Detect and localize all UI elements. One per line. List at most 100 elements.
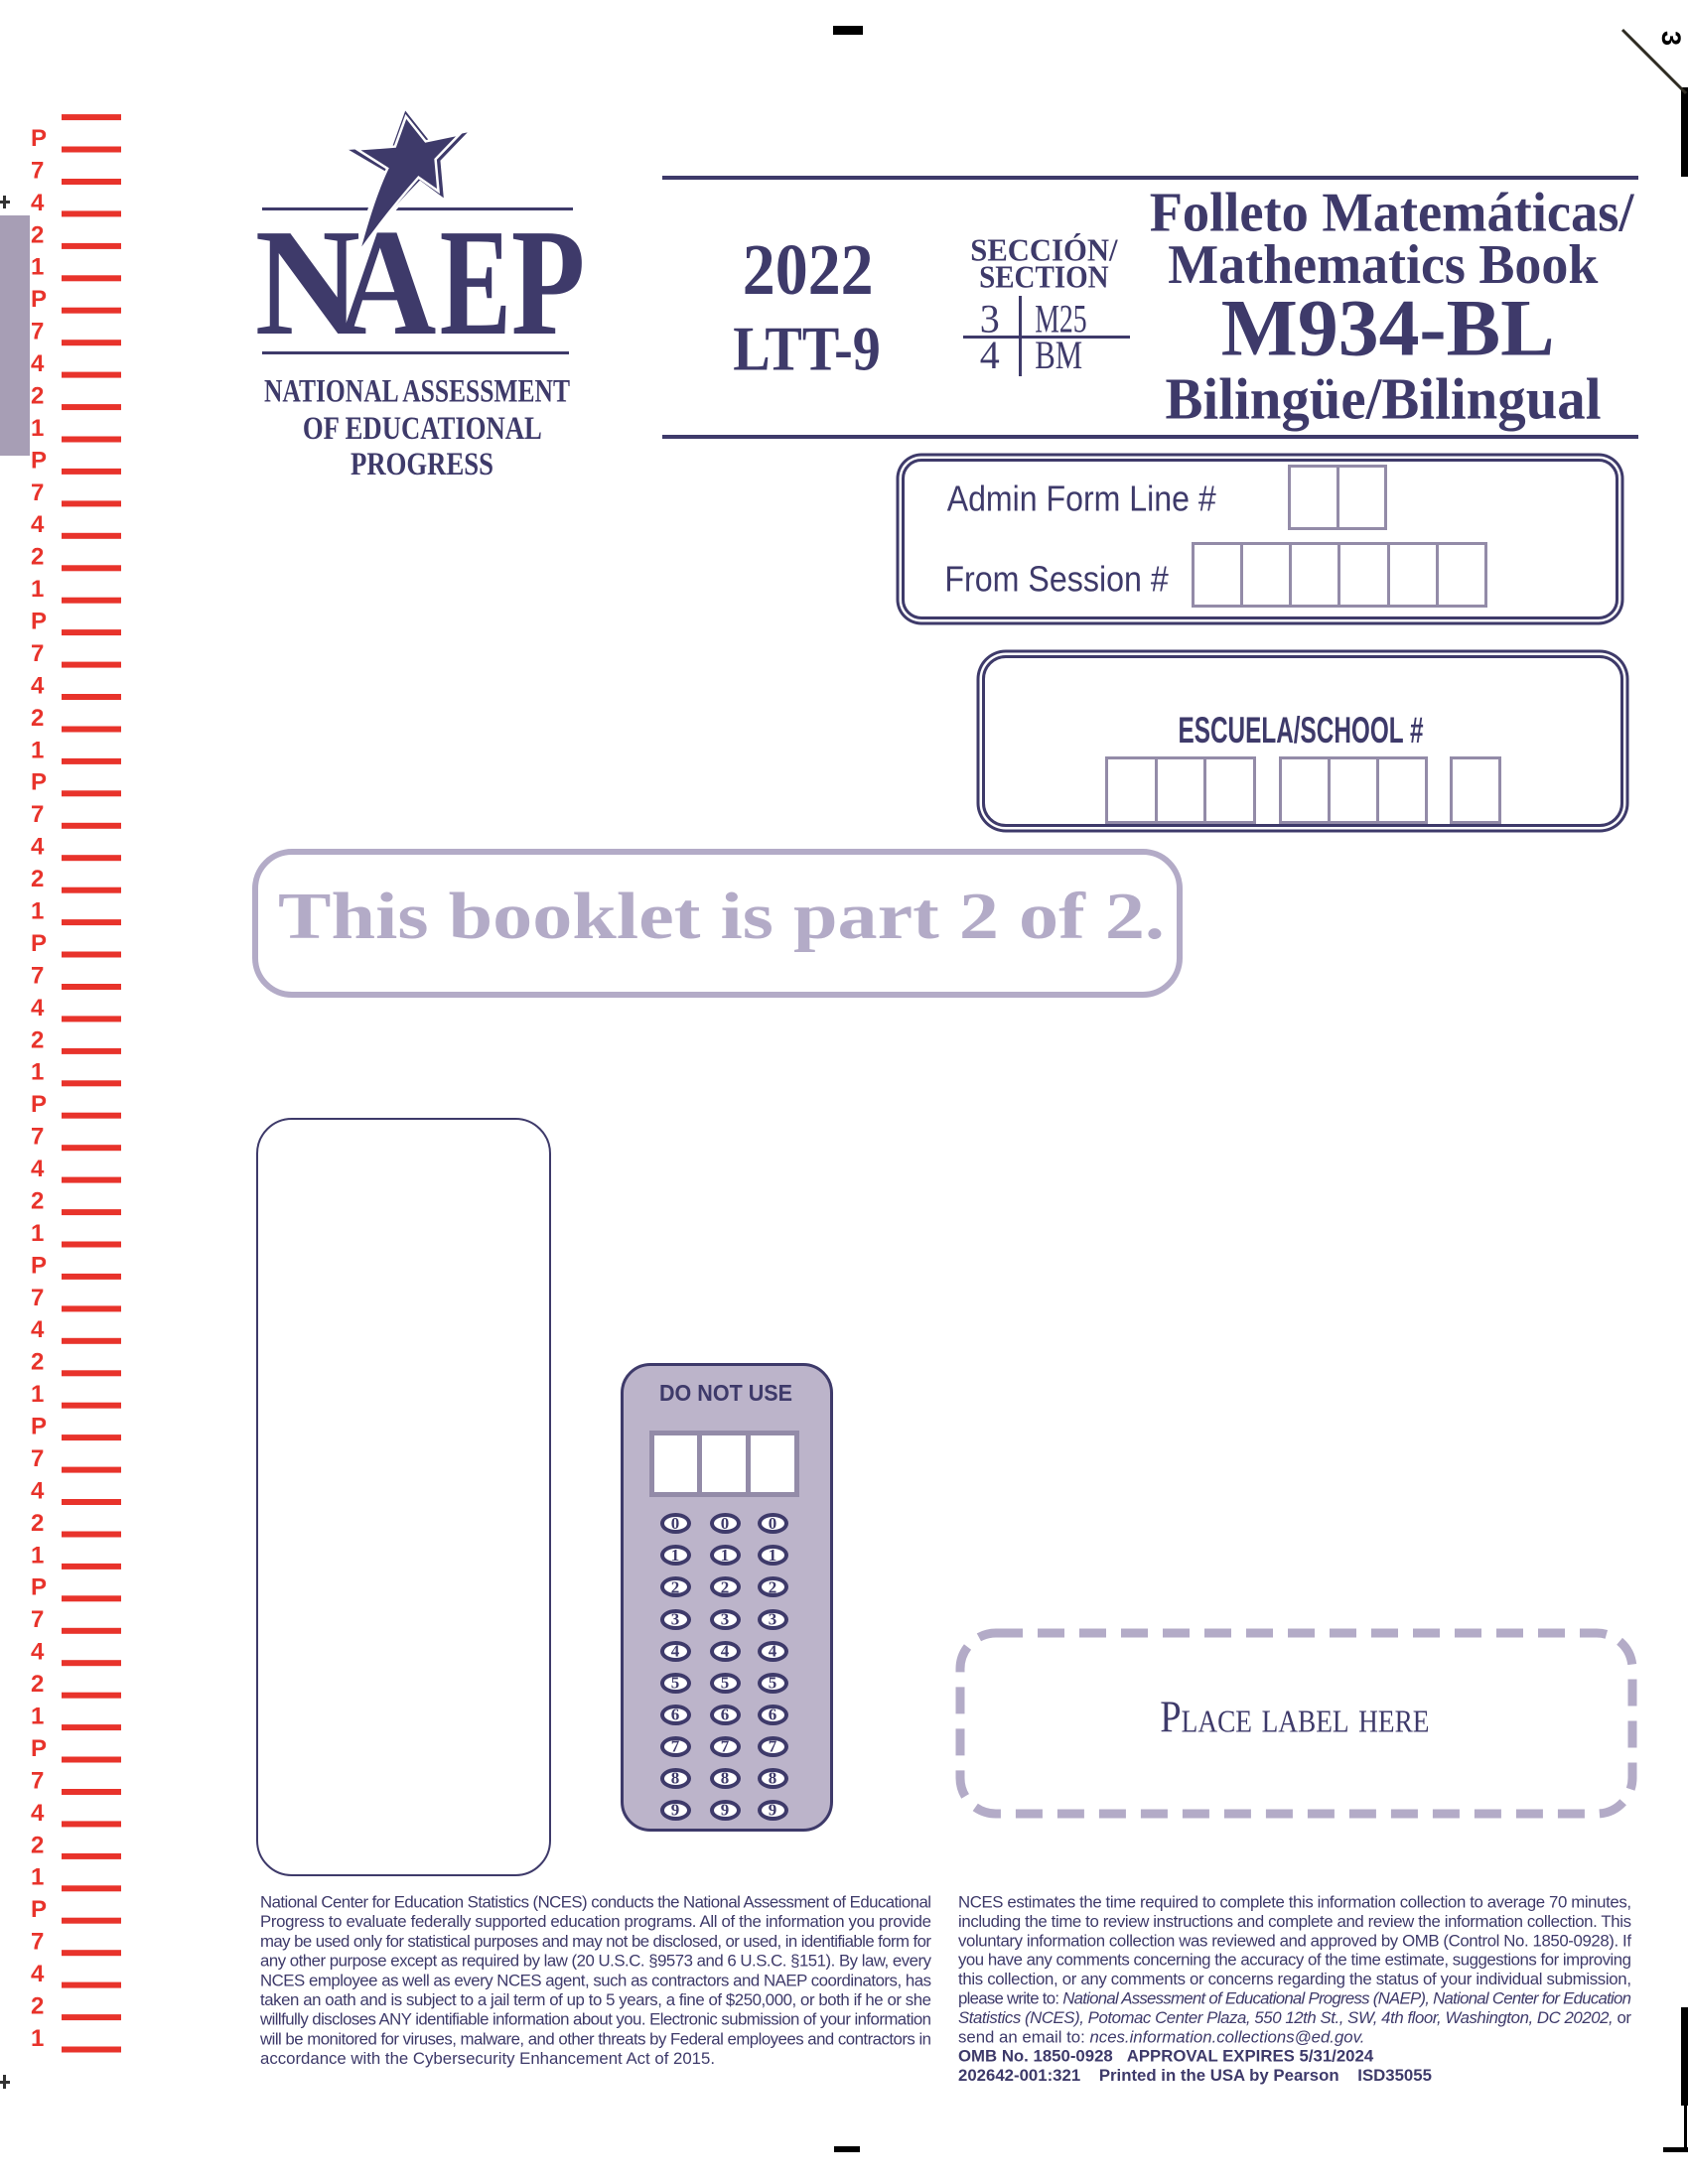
svg-text:4: 4 [31, 1961, 45, 1987]
svg-text:6: 6 [721, 1706, 730, 1724]
svg-text:P: P [31, 1091, 47, 1118]
svg-text:2: 2 [671, 1577, 680, 1596]
svg-text:7: 7 [31, 1285, 44, 1311]
svg-text:send an email to: nces.informa: send an email to: nces.information.colle… [958, 2027, 1364, 2046]
svg-text:3: 3 [980, 296, 1000, 341]
svg-text:including the time to review i: including the time to review instruction… [958, 1912, 1631, 1931]
svg-text:3: 3 [721, 1609, 730, 1628]
svg-text:voluntary information collecti: voluntary information collection was rev… [958, 1931, 1631, 1950]
svg-text:8: 8 [769, 1769, 777, 1788]
svg-text:SECTION: SECTION [979, 260, 1109, 295]
svg-text:1: 1 [31, 1864, 44, 1891]
svg-text:OF EDUCATIONAL: OF EDUCATIONAL [303, 411, 542, 447]
svg-text:1: 1 [31, 2025, 44, 2052]
svg-text:1: 1 [31, 737, 44, 763]
svg-text:2: 2 [31, 1188, 44, 1215]
svg-text:Mathematics Book: Mathematics Book [1168, 234, 1599, 296]
svg-text:4: 4 [31, 350, 45, 377]
svg-text:P: P [31, 1735, 47, 1762]
svg-text:7: 7 [31, 479, 44, 506]
svg-text:P: P [31, 930, 47, 957]
svg-text:0: 0 [769, 1514, 777, 1533]
svg-text:accordance with the Cybersecur: accordance with the Cybersecurity Enhanc… [260, 2049, 715, 2068]
svg-text:7: 7 [31, 801, 44, 828]
svg-text:1: 1 [31, 1059, 44, 1086]
svg-text:willfully discloses ANY identi: willfully discloses ANY identifiable inf… [259, 2010, 931, 2029]
svg-text:1: 1 [31, 254, 44, 281]
svg-text:7: 7 [31, 157, 44, 184]
svg-text:A: A [337, 199, 436, 367]
svg-text:1: 1 [721, 1546, 730, 1565]
svg-text:5: 5 [769, 1674, 777, 1693]
svg-text:N: N [255, 199, 360, 367]
svg-text:9: 9 [671, 1801, 680, 1820]
svg-text:1: 1 [31, 1542, 44, 1569]
svg-text:2: 2 [31, 383, 44, 410]
svg-text:1: 1 [769, 1546, 777, 1565]
svg-text:SECCIÓN/: SECCIÓN/ [970, 232, 1118, 267]
svg-text:2022: 2022 [743, 229, 874, 310]
svg-text:4: 4 [31, 672, 45, 699]
svg-text:NCES estimates the time requir: NCES estimates the time required to comp… [958, 1893, 1631, 1912]
svg-text:4: 4 [671, 1641, 680, 1660]
svg-text:2: 2 [31, 1832, 44, 1858]
svg-text:2: 2 [31, 866, 44, 892]
svg-text:7: 7 [769, 1737, 777, 1756]
svg-text:1: 1 [31, 415, 44, 442]
svg-text:0: 0 [721, 1514, 730, 1533]
svg-text:7: 7 [721, 1737, 730, 1756]
svg-text:9: 9 [769, 1801, 777, 1820]
svg-text:P: P [31, 1896, 47, 1923]
svg-text:BM: BM [1035, 333, 1082, 377]
svg-text:4: 4 [769, 1641, 777, 1660]
svg-text:4: 4 [31, 1156, 45, 1182]
svg-text:1: 1 [671, 1546, 680, 1565]
svg-text:Admin Form Line #: Admin Form Line # [947, 478, 1216, 519]
svg-text:Bilingüe/Bilingual: Bilingüe/Bilingual [1166, 366, 1602, 432]
svg-text:2: 2 [31, 1993, 44, 2020]
svg-text:P: P [31, 769, 47, 796]
svg-text:1: 1 [31, 1220, 44, 1247]
svg-text:NCES employee as well as every: NCES employee as well as every NCES agen… [260, 1971, 931, 1989]
svg-text:7: 7 [671, 1737, 680, 1756]
svg-text:please write to: National Asse: please write to: National Assessment of … [958, 1989, 1631, 2008]
svg-text:4: 4 [31, 995, 45, 1022]
svg-text:E: E [440, 199, 511, 367]
svg-text:7: 7 [31, 962, 44, 989]
svg-text:1: 1 [31, 1704, 44, 1730]
svg-text:NATIONAL ASSESSMENT: NATIONAL ASSESSMENT [264, 374, 570, 410]
svg-text:M934-BL: M934-BL [1221, 282, 1555, 372]
svg-text:6: 6 [671, 1706, 680, 1724]
svg-text:this collection, or any commen: this collection, or any comments or conc… [958, 1970, 1631, 1988]
svg-text:2: 2 [31, 1026, 44, 1053]
svg-text:2: 2 [721, 1577, 730, 1596]
svg-text:3: 3 [671, 1609, 680, 1628]
svg-text:4: 4 [31, 1800, 45, 1827]
svg-text:1: 1 [31, 576, 44, 603]
svg-text:will be monitored for viruses,: will be monitored for viruses, malware, … [259, 2029, 931, 2048]
svg-text:1: 1 [31, 898, 44, 925]
svg-text:taken an oath and is subject t: taken an oath and is subject to a jail t… [260, 1990, 931, 2009]
svg-text:2: 2 [31, 1671, 44, 1698]
svg-text:P: P [31, 1574, 47, 1601]
svg-text:6: 6 [769, 1706, 777, 1724]
svg-text:From Session #: From Session # [944, 558, 1168, 599]
svg-text:DO NOT USE: DO NOT USE [659, 1380, 792, 1406]
svg-text:M25: M25 [1035, 296, 1087, 341]
svg-text:7: 7 [31, 1445, 44, 1472]
svg-text:P: P [31, 125, 47, 152]
svg-text:5: 5 [721, 1674, 730, 1693]
svg-text:PROGRESS: PROGRESS [351, 447, 493, 482]
svg-text:7: 7 [31, 1606, 44, 1633]
svg-text:3: 3 [769, 1609, 777, 1628]
svg-text:4: 4 [31, 190, 45, 216]
svg-text:7: 7 [31, 1124, 44, 1151]
svg-text:7: 7 [31, 1929, 44, 1956]
svg-text:0: 0 [671, 1514, 680, 1533]
svg-text:you have any comments concerni: you have any comments concerning the acc… [958, 1951, 1631, 1970]
svg-text:4: 4 [31, 834, 45, 861]
svg-text:5: 5 [671, 1674, 680, 1693]
svg-text:1: 1 [31, 1381, 44, 1408]
svg-text:7: 7 [31, 1767, 44, 1794]
svg-text:P: P [31, 447, 47, 474]
